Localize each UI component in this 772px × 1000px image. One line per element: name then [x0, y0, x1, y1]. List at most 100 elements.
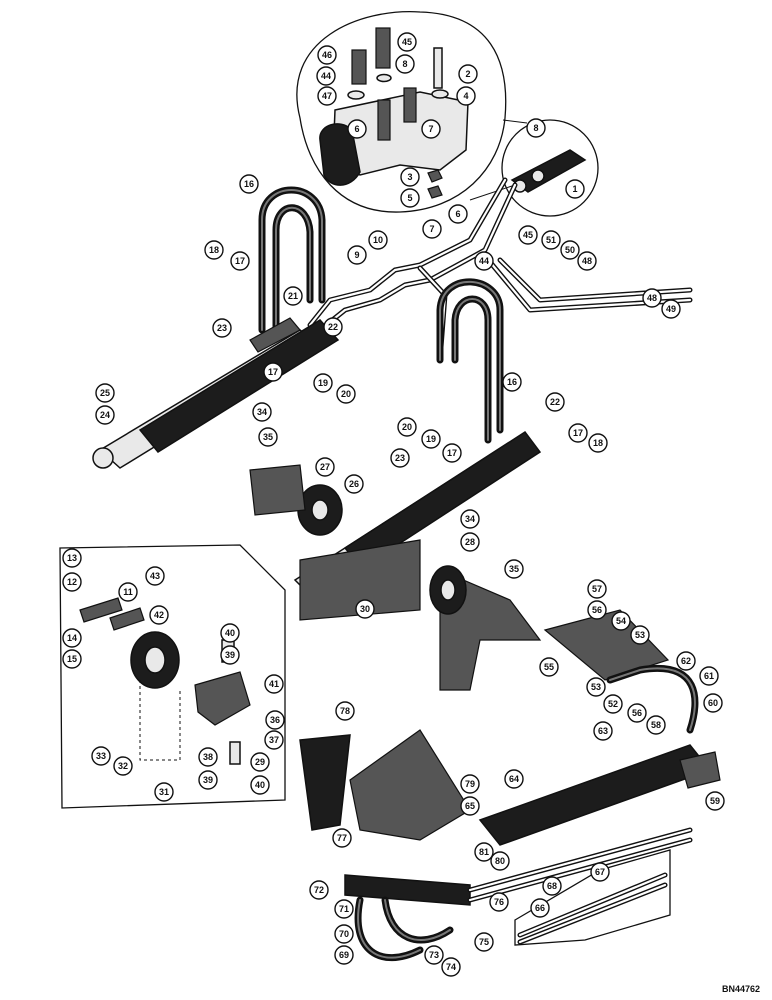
callout-label: 32 — [118, 761, 128, 771]
callout-52: 52 — [603, 694, 623, 714]
callout-label: 20 — [402, 422, 412, 432]
callout-label: 48 — [647, 293, 657, 303]
callout-label: 56 — [632, 708, 642, 718]
callout-label: 35 — [509, 564, 519, 574]
valve-outlet-inset — [501, 119, 599, 217]
callout-69: 69 — [334, 945, 354, 965]
bearing-cap — [194, 671, 251, 726]
callout-38: 38 — [198, 747, 218, 767]
callout-40: 40 — [220, 623, 240, 643]
callout-71: 71 — [334, 899, 354, 919]
callout-label: 69 — [339, 950, 349, 960]
callout-18: 18 — [588, 433, 608, 453]
callout-63: 63 — [593, 721, 613, 741]
plug-6 — [377, 99, 391, 141]
callout-label: 41 — [269, 679, 279, 689]
left-inset — [59, 544, 286, 809]
callout-label: 6 — [354, 124, 359, 134]
callout-77: 77 — [332, 828, 352, 848]
hydraulic-tubes — [307, 177, 693, 363]
callout-label: 53 — [591, 682, 601, 692]
callout-label: 73 — [429, 950, 439, 960]
callout-label: 81 — [479, 847, 489, 857]
callout-label: 17 — [447, 448, 457, 458]
cylinder-head — [249, 317, 301, 353]
callout-13: 13 — [62, 548, 82, 568]
callout-37: 37 — [264, 730, 284, 750]
callout-75: 75 — [474, 932, 494, 952]
callout-1: 1 — [565, 179, 585, 199]
callout-45: 45 — [518, 225, 538, 245]
plug-46 — [351, 49, 367, 85]
callout-11: 11 — [118, 582, 138, 602]
callout-39: 39 — [220, 645, 240, 665]
callout-5: 5 — [400, 188, 420, 208]
callout-16: 16 — [502, 372, 522, 392]
callout-68: 68 — [542, 876, 562, 896]
callout-35: 35 — [504, 559, 524, 579]
callout-4: 4 — [456, 86, 476, 106]
callout-label: 34 — [257, 407, 267, 417]
bushing-40 — [229, 741, 241, 765]
callout-label: 29 — [255, 757, 265, 767]
bolt-2 — [433, 47, 443, 89]
callout-23: 23 — [390, 448, 410, 468]
callout-label: 8 — [402, 59, 407, 69]
callout-59: 59 — [705, 791, 725, 811]
callout-56: 56 — [587, 600, 607, 620]
callout-17: 17 — [568, 423, 588, 443]
callout-label: 78 — [340, 706, 350, 716]
tube-clamp-inset — [514, 849, 671, 946]
clamp-35 — [249, 464, 306, 516]
callout-label: 40 — [255, 780, 265, 790]
callout-label: 7 — [428, 124, 433, 134]
callout-44: 44 — [316, 66, 336, 86]
callout-19: 19 — [421, 429, 441, 449]
callout-61: 61 — [699, 666, 719, 686]
callout-7: 7 — [422, 219, 442, 239]
callout-31: 31 — [154, 782, 174, 802]
callout-39: 39 — [198, 770, 218, 790]
callout-label: 54 — [616, 616, 626, 626]
callout-label: 23 — [217, 323, 227, 333]
callout-label: 34 — [465, 514, 475, 524]
callout-label: 6 — [455, 209, 460, 219]
callout-label: 24 — [100, 410, 110, 420]
callout-19: 19 — [313, 373, 333, 393]
callout-16: 16 — [239, 174, 259, 194]
callout-53: 53 — [630, 625, 650, 645]
callout-label: 56 — [592, 605, 602, 615]
callout-label: 43 — [150, 571, 160, 581]
callout-51: 51 — [541, 230, 561, 250]
callout-label: 30 — [360, 604, 370, 614]
cylinder-lower — [344, 874, 471, 906]
oring-8 — [376, 73, 392, 83]
callout-label: 37 — [269, 735, 279, 745]
oring-47 — [347, 90, 365, 100]
callout-label: 72 — [314, 885, 324, 895]
callout-57: 57 — [587, 579, 607, 599]
callout-17: 17 — [263, 362, 283, 382]
callout-label: 38 — [203, 752, 213, 762]
callout-label: 3 — [407, 172, 412, 182]
callout-70: 70 — [334, 924, 354, 944]
callout-label: 18 — [209, 245, 219, 255]
callout-label: 17 — [573, 428, 583, 438]
callout-label: 17 — [268, 367, 278, 377]
callout-label: 45 — [523, 230, 533, 240]
callout-40: 40 — [250, 775, 270, 795]
callout-44: 44 — [474, 251, 494, 271]
clamp-11 — [109, 607, 145, 631]
callout-81: 81 — [474, 842, 494, 862]
callout-label: 13 — [67, 553, 77, 563]
callout-label: 50 — [565, 245, 575, 255]
clamp-12 — [79, 597, 123, 623]
callout-46: 46 — [317, 45, 337, 65]
callout-label: 39 — [225, 650, 235, 660]
callout-54: 54 — [611, 611, 631, 631]
callout-8: 8 — [526, 118, 546, 138]
valve-detail-inset — [296, 11, 528, 213]
callout-label: 63 — [598, 726, 608, 736]
callout-label: 48 — [582, 256, 592, 266]
callout-49: 49 — [661, 299, 681, 319]
